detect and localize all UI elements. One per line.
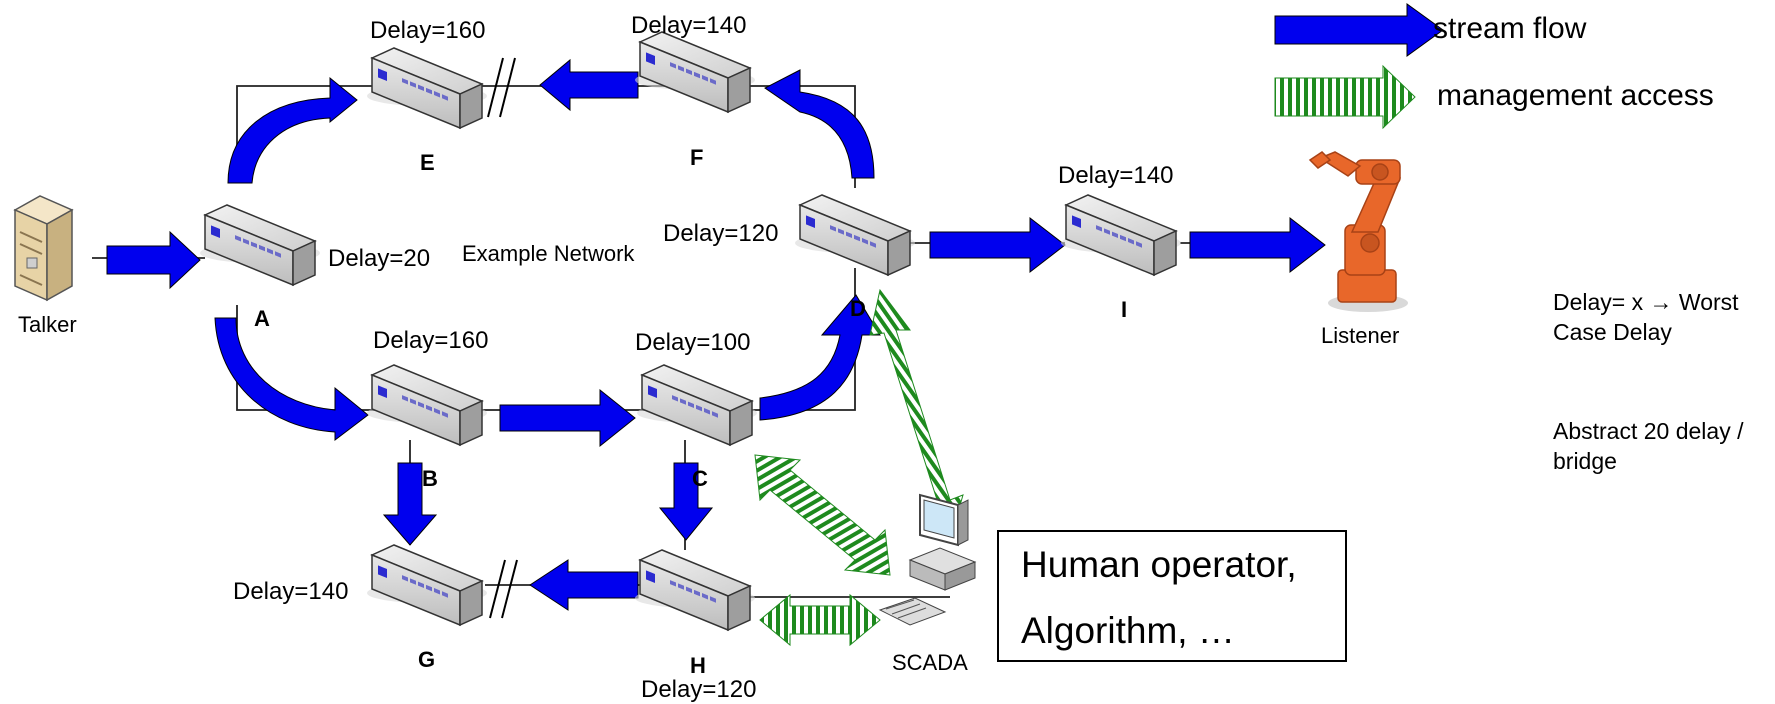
delay-label-I: Delay=140 [1058,162,1174,189]
delay-label-G: Delay=140 [233,578,349,605]
stream-arrow [929,216,1066,274]
operator-box-line2: Algorithm, … [1021,610,1235,651]
delay-label-A: Delay=20 [328,245,431,272]
bridge-G [366,544,488,626]
stream-arrow [759,294,881,421]
industrial-robot-icon [1308,151,1408,312]
management-arrows [754,64,1416,647]
node-id-H: H [690,653,706,678]
legend-management-access-label: management access [1437,79,1714,112]
bridge-I [1060,194,1182,276]
bridge-C [636,364,758,446]
stream-arrow [529,559,639,611]
stream-arrows [106,3,1444,611]
server-tower-icon [13,195,74,302]
broken-link-marker-bottom [489,559,518,619]
legend-stream-flow-label: stream flow [1433,12,1587,45]
management-arrow-scada-c [754,454,891,576]
listener-label: Listener [1321,323,1400,348]
stream-arrow [539,58,639,112]
legend-management-arrow [1274,64,1416,130]
node-id-B: B [422,466,438,491]
node-id-D: D [850,296,866,321]
diagram-title: Example Network [462,241,635,266]
bridge-A [199,204,321,286]
node-id-C: C [692,466,708,491]
broken-link-marker-top [487,57,516,118]
node-id-F: F [690,145,704,170]
abstract-delay-note: Abstract 20 delay / bridge [1553,418,1744,474]
delay-label-F: Delay=140 [631,12,747,39]
delay-label-B: Delay=160 [373,327,489,354]
bridge-B [366,364,488,446]
delay-label-E: Delay=160 [370,17,486,44]
delay-label-H: Delay=120 [641,676,757,703]
stream-arrow [227,76,358,184]
node-id-E: E [420,150,435,175]
management-arrow-scada-h [759,593,881,647]
node-id-G: G [418,647,436,672]
legend-stream-arrow [1274,3,1444,57]
node-id-A: A [254,306,270,331]
stream-arrow [382,462,438,546]
stream-arrow [106,230,201,290]
scada-workstation-icon [878,493,977,626]
bridge-D [794,194,916,276]
lower-ring-line [236,268,856,411]
worst-case-note: Delay= x → Worst Case Delay [1553,289,1739,345]
stream-arrow [499,388,636,448]
node-id-I: I [1121,297,1128,322]
bridge-E [366,47,488,129]
operator-box-line1: Human operator, [1021,544,1297,585]
bridge-H [634,549,756,631]
delay-label-D: Delay=120 [663,220,779,247]
stream-arrow [658,462,714,541]
stream-arrow [1189,216,1326,274]
stream-arrow [214,317,369,442]
talker-label: Talker [18,312,77,337]
delay-label-C: Delay=100 [635,329,751,356]
bridge-F [634,31,756,113]
stream-arrow [764,69,875,179]
scada-label: SCADA [892,650,968,675]
operator-box: Human operator, Algorithm, … [997,530,1347,662]
